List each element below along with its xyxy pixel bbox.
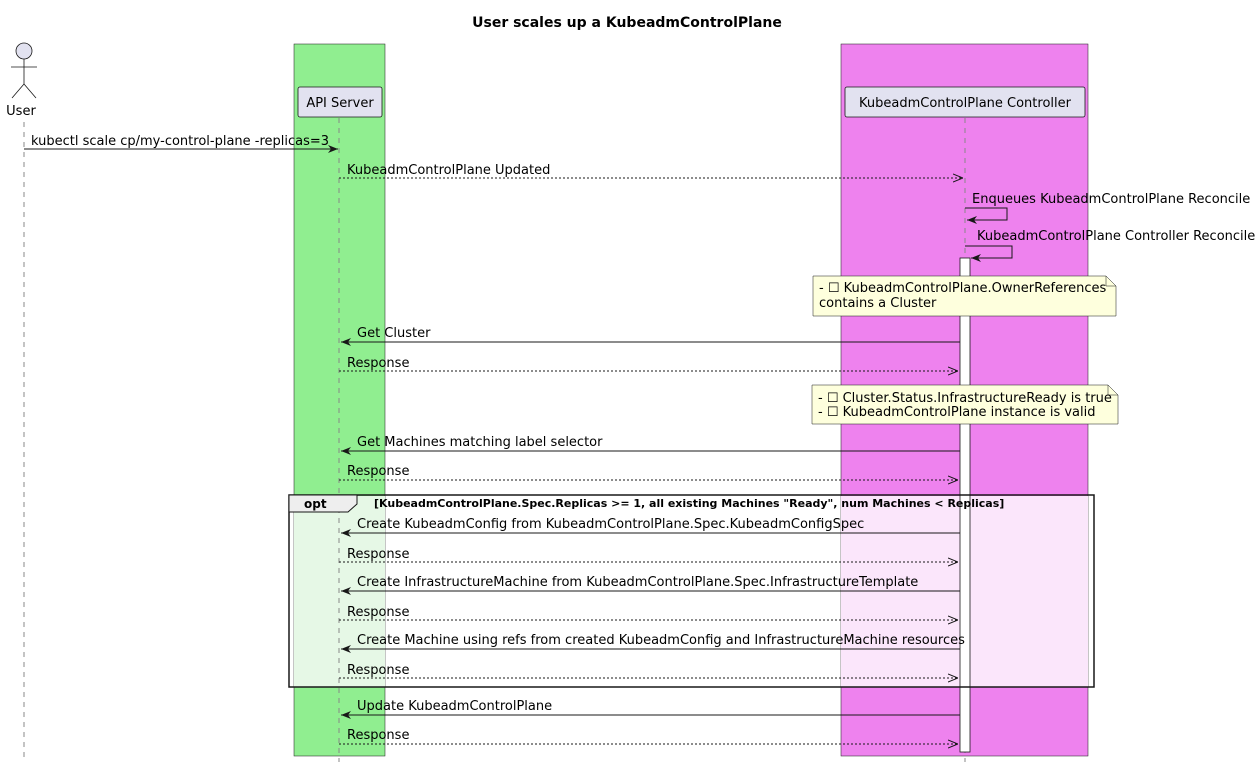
message-label: Update KubeadmControlPlane [357,699,552,714]
message-label: KubeadmControlPlane Controller Reconcile [977,229,1255,244]
diagram-title: User scales up a KubeadmControlPlane [472,15,782,31]
message-label: Response [347,547,409,562]
message-label: Response [347,728,409,743]
note-line: - ☐ Cluster.Status.InfrastructureReady i… [818,391,1112,406]
activation-bar [959,257,971,753]
message-label: Enqueues KubeadmControlPlane Reconcile [972,192,1250,207]
message-label: Create Machine using refs from created K… [357,633,965,648]
message-label: Get Machines matching label selector [357,435,603,450]
message-label: Response [347,356,409,371]
user-label: User [6,104,36,119]
self-message-arrow [965,245,1013,262]
message-label: Response [347,605,409,620]
message-label: KubeadmControlPlane Updated [347,163,550,178]
message-label: kubectl scale cp/my-control-plane -repli… [31,134,329,149]
self-message-arrow [965,207,1008,224]
kcp-controller-label: KubeadmControlPlane Controller [859,96,1072,111]
message-label: Get Cluster [357,326,431,341]
opt-condition: [KubeadmControlPlane.Spec.Replicas >= 1,… [374,497,1004,510]
message-label: Create KubeadmConfig from KubeadmControl… [357,517,864,532]
user-actor-icon [11,42,37,99]
opt-keyword: opt [304,497,327,511]
note-line: - ☐ KubeadmControlPlane.OwnerReferences [819,281,1107,296]
message-label: Response [347,663,409,678]
message-label: Response [347,464,409,479]
api-server-participant [297,86,383,118]
note-line: contains a Cluster [819,296,937,311]
note-line: - ☐ KubeadmControlPlane instance is vali… [818,405,1096,420]
note-1: - ☐ KubeadmControlPlane.OwnerReferences … [812,275,1117,317]
message-label: Create InfrastructureMachine from Kubead… [357,575,918,590]
note-2: - ☐ Cluster.Status.InfrastructureReady i… [811,384,1119,425]
kcp-controller-participant [844,86,1086,118]
opt-frame: opt [KubeadmControlPlane.Spec.Replicas >… [288,494,1095,688]
api-server-label: API Server [306,96,374,111]
